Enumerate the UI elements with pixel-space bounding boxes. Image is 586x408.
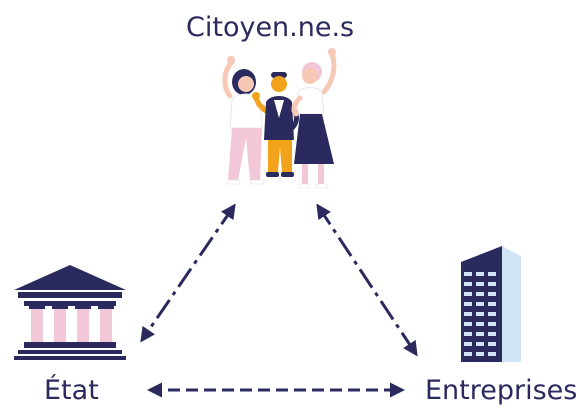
arrow-citizens-companies [316,203,418,357]
government-building-icon [14,265,126,360]
label-citizens: Citoyen.ne.s [186,12,355,43]
office-tower-icon [461,246,521,362]
person-right [291,48,337,189]
label-state: État [44,375,99,406]
person-middle [252,72,299,177]
arrow-citizens-state [140,203,236,343]
people-illustration [222,48,337,189]
person-left [222,56,271,185]
label-companies: Entreprises [425,375,578,406]
